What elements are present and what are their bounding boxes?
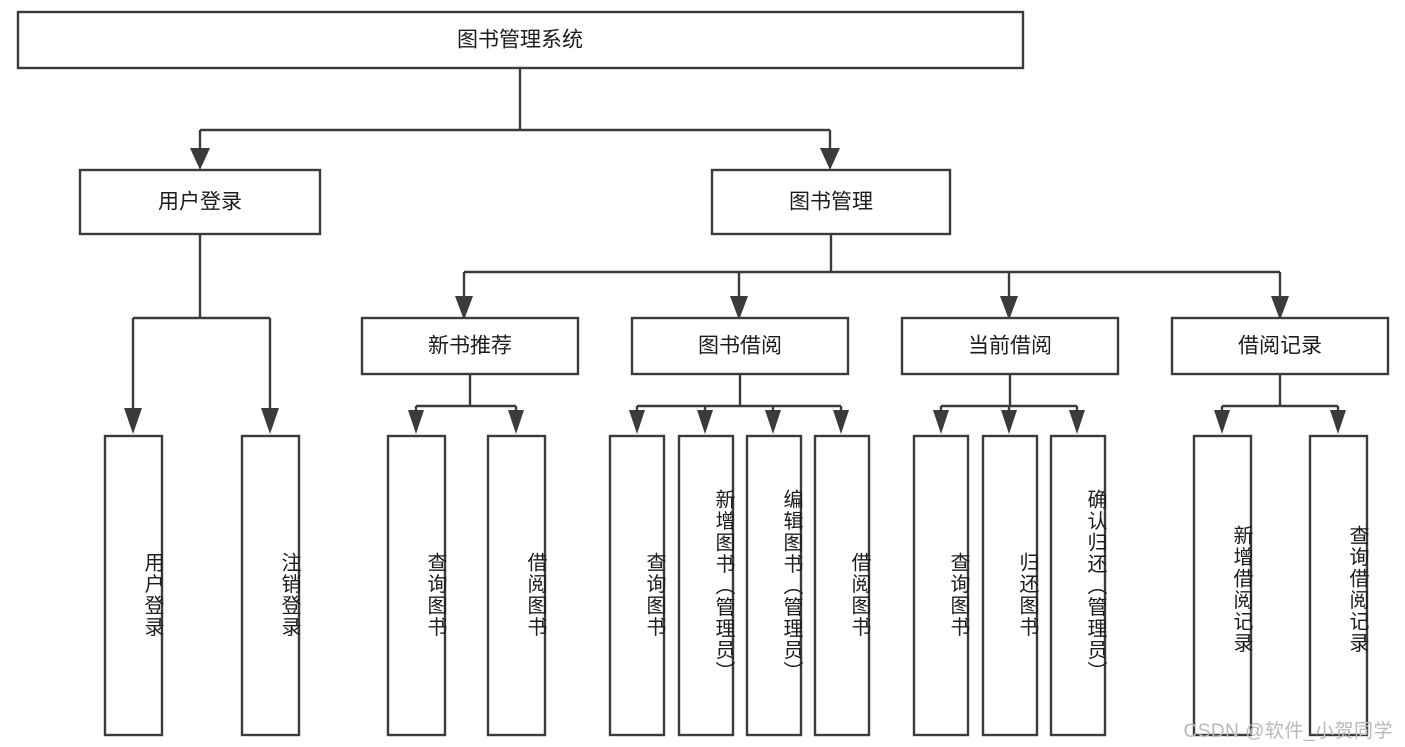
leaf-box-borrow-record-1[interactable]	[1308, 434, 1369, 737]
node-book-manage-label: 图书管理	[789, 191, 873, 214]
arrowhead-nb-leaf-1	[408, 410, 424, 434]
node-book-manage[interactable]	[710, 168, 952, 236]
arrowhead-bb-leaf-4	[833, 410, 849, 434]
leaf-box-new-book-0[interactable]	[386, 434, 447, 737]
leaf-box-book-borrow-1[interactable]	[677, 434, 735, 737]
arrowhead-bb-leaf-1	[629, 410, 645, 434]
node-new-book-recommend-label: 新书推荐	[428, 335, 512, 358]
leaf-box-current-borrow-2[interactable]	[1049, 434, 1107, 737]
leaf-box-book-borrow-0[interactable]	[608, 434, 666, 737]
arrowhead-bb-leaf-2	[697, 410, 713, 434]
leaf-box-current-borrow-0[interactable]	[912, 434, 970, 737]
arrowhead-bb-leaf-3	[765, 410, 781, 434]
node-root[interactable]	[16, 10, 1025, 70]
arrowhead-user-login	[190, 148, 210, 170]
arrowhead-book-manage	[820, 148, 840, 170]
leaf-box-user-login-1[interactable]	[240, 434, 301, 737]
arrowhead-cb-leaf-3	[1069, 410, 1085, 434]
arrowhead-borrow-record	[1271, 296, 1289, 320]
arrowhead-br-leaf-2	[1330, 410, 1346, 434]
arrowhead-current-borrow	[1000, 296, 1018, 320]
leaf-box-book-borrow-3[interactable]	[813, 434, 871, 737]
node-borrow-record[interactable]	[1170, 316, 1390, 376]
arrowhead-nb-leaf-2	[508, 410, 524, 434]
arrowhead-new-book	[455, 296, 473, 320]
watermark-text: CSDN @软件_小贺同学	[1183, 721, 1393, 742]
node-current-borrow[interactable]	[900, 316, 1120, 376]
arrowhead-br-leaf-1	[1214, 410, 1230, 434]
node-new-book-recommend[interactable]	[360, 316, 580, 376]
arrowhead-book-borrow	[730, 296, 748, 320]
leaf-box-user-login-0[interactable]	[103, 434, 164, 737]
node-root-label: 图书管理系统	[457, 29, 583, 52]
leaf-box-book-borrow-2[interactable]	[745, 434, 803, 737]
node-current-borrow-label: 当前借阅	[968, 335, 1052, 358]
arrowhead-leaf-logout	[261, 408, 279, 434]
node-book-borrow-label: 图书借阅	[698, 335, 782, 358]
node-user-login-label: 用户登录	[158, 191, 242, 214]
node-borrow-record-label: 借阅记录	[1238, 335, 1322, 358]
leaf-box-current-borrow-1[interactable]	[981, 434, 1039, 737]
leaf-box-borrow-record-0[interactable]	[1192, 434, 1253, 737]
arrowhead-cb-leaf-2	[1001, 410, 1017, 434]
node-book-borrow[interactable]	[630, 316, 850, 376]
arrowhead-leaf-user-login	[124, 408, 142, 434]
arrowhead-cb-leaf-1	[933, 410, 949, 434]
leaf-box-new-book-1[interactable]	[486, 434, 547, 737]
